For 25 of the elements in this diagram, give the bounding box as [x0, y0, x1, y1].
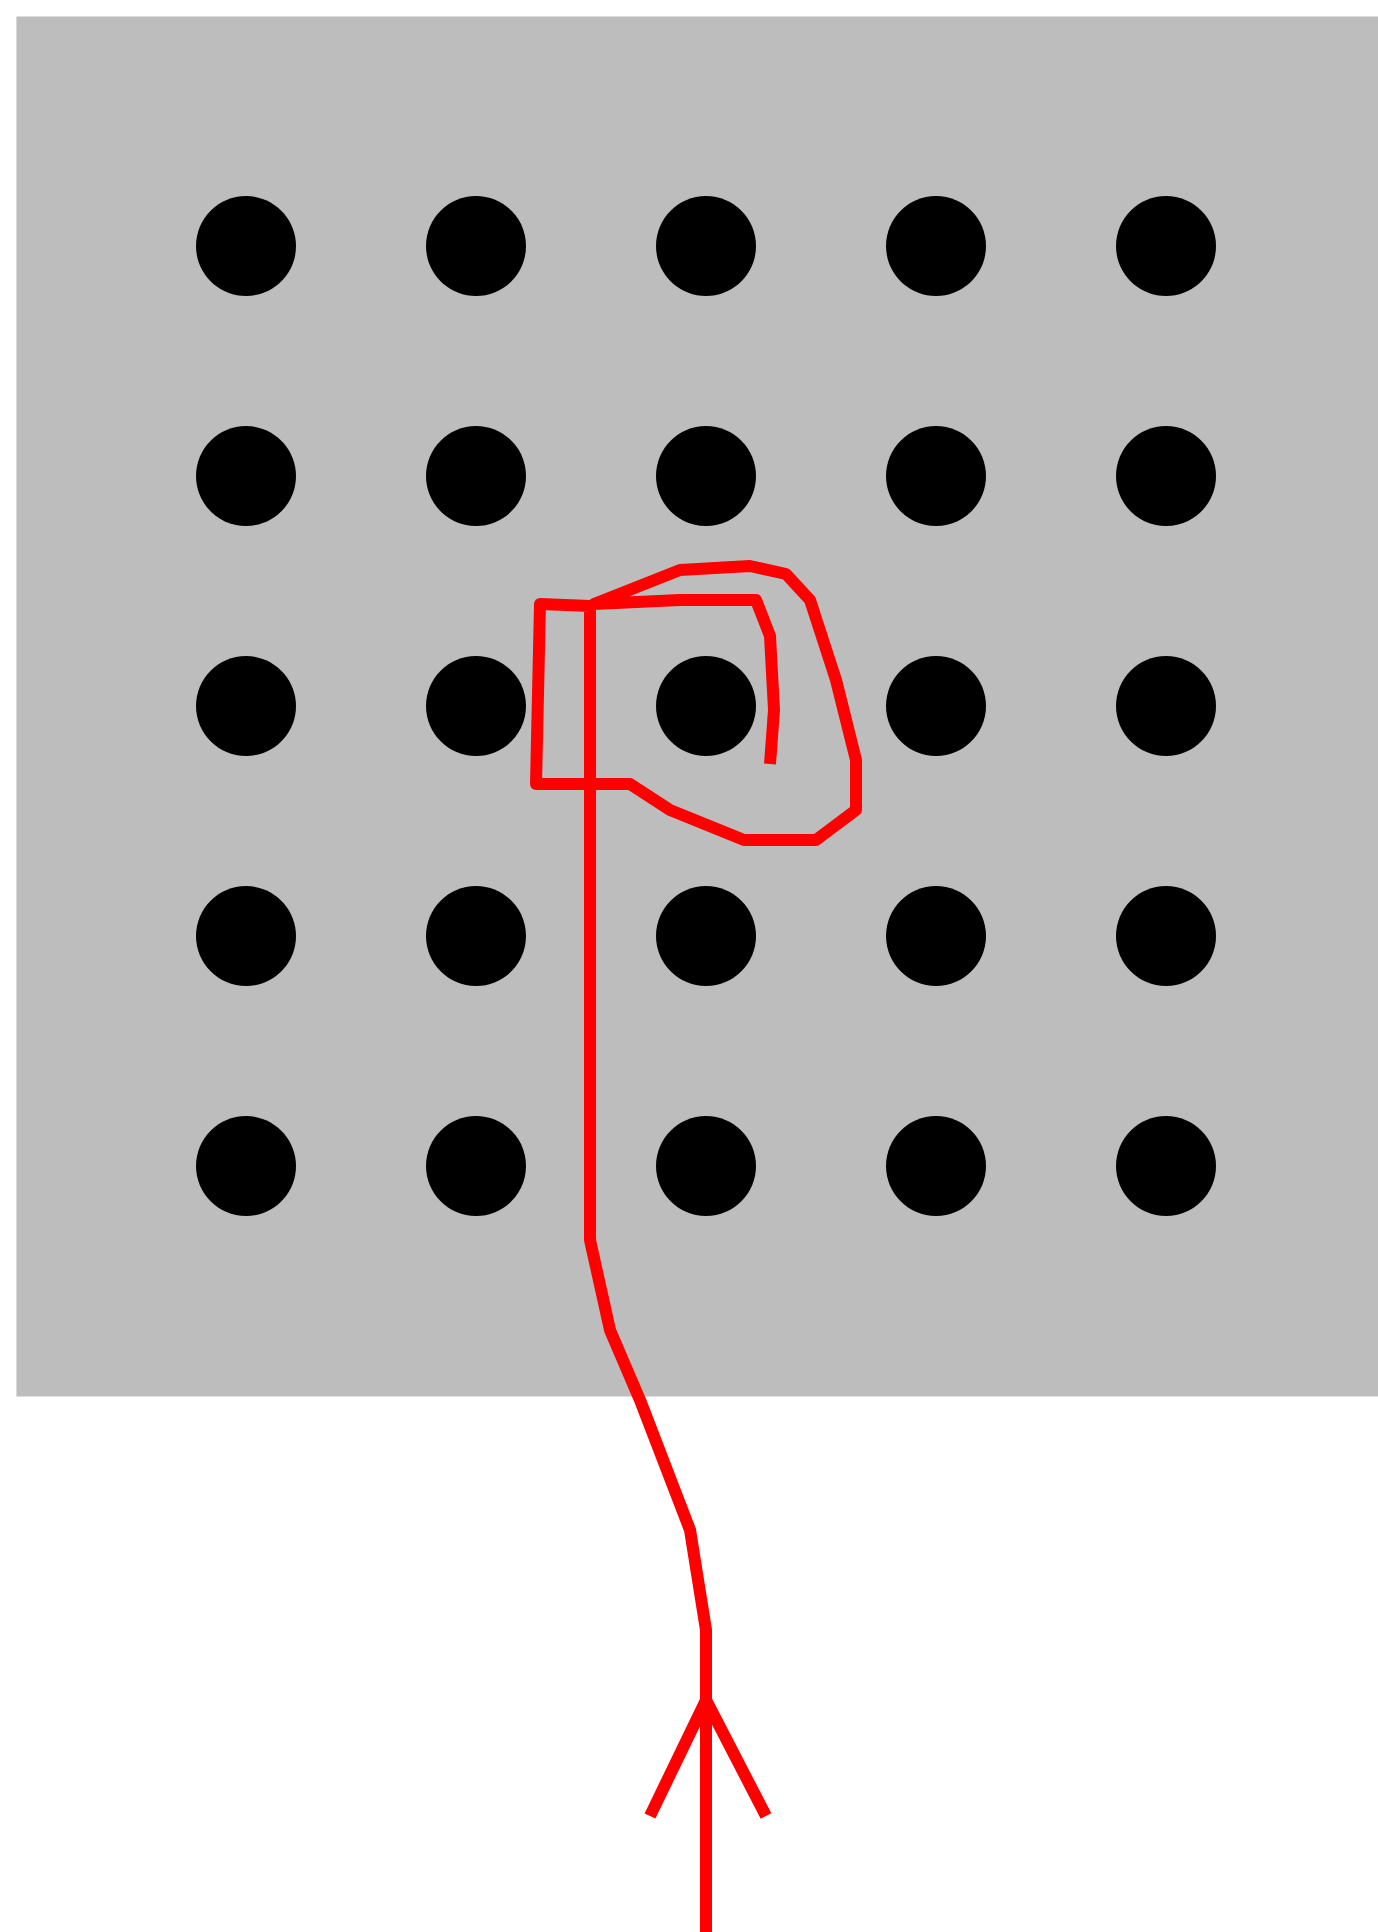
- dot: [426, 656, 526, 756]
- dot: [656, 886, 756, 986]
- dot: [886, 1116, 986, 1216]
- dot: [426, 886, 526, 986]
- dot: [1116, 656, 1216, 756]
- dot: [886, 886, 986, 986]
- dot: [886, 656, 986, 756]
- dot: [656, 1116, 756, 1216]
- dot: [886, 426, 986, 526]
- dot: [426, 196, 526, 296]
- dot: [426, 426, 526, 526]
- dot: [196, 1116, 296, 1216]
- dot: [196, 196, 296, 296]
- dot: [196, 656, 296, 756]
- dot: [656, 426, 756, 526]
- dot: [1116, 426, 1216, 526]
- dot: [1116, 1116, 1216, 1216]
- dot: [656, 656, 756, 756]
- dot: [426, 1116, 526, 1216]
- dot: [656, 196, 756, 296]
- dot: [196, 426, 296, 526]
- dot: [1116, 886, 1216, 986]
- dot: [196, 886, 296, 986]
- dot: [1116, 196, 1216, 296]
- dot: [886, 196, 986, 296]
